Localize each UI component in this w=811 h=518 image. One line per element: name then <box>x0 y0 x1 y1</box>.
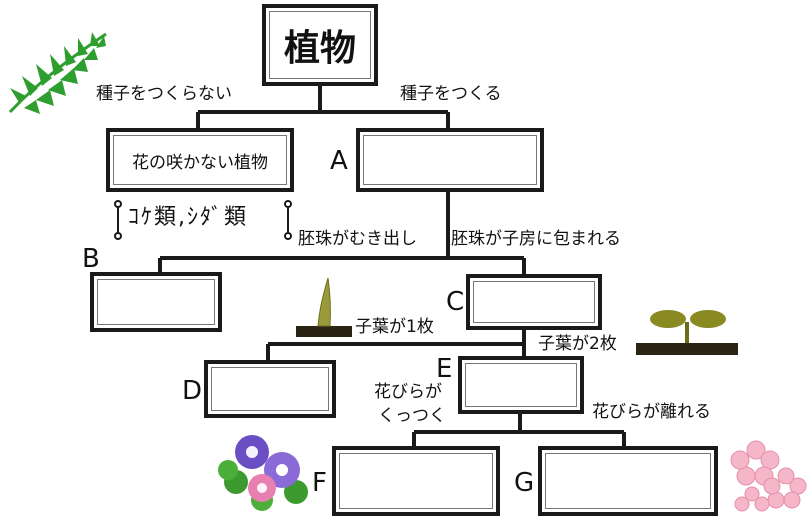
box-g <box>538 446 718 516</box>
branch-no-seed: 種子をつくらない <box>96 84 232 104</box>
moss-fern-label: ｺｹ類,ｼﾀﾞ類 <box>128 205 248 230</box>
label-b: B <box>82 244 100 274</box>
branch-one-cotyledon: 子葉が1枚 <box>355 317 434 337</box>
cherry-blossom-illustration <box>730 440 807 512</box>
box-c <box>466 274 602 330</box>
box-a <box>356 128 544 192</box>
moss-fern-bracket <box>114 200 292 240</box>
box-f <box>332 446 500 516</box>
branch-petals-joined-1: 花びらが <box>374 382 442 402</box>
branch-petals-separate: 花びらが離れる <box>592 402 711 422</box>
dicot-sprout-illustration <box>636 310 738 355</box>
label-a: A <box>330 146 348 176</box>
branch-two-cotyledons: 子葉が2枚 <box>538 334 617 354</box>
connectors <box>158 86 626 446</box>
branch-seed: 種子をつくる <box>400 84 502 104</box>
branch-exposed-ovule: 胚珠がむき出し <box>298 229 417 249</box>
root-box: 植物 <box>262 4 378 86</box>
label-d: D <box>182 376 203 406</box>
fern-illustration <box>8 32 107 114</box>
label-e: E <box>436 354 453 384</box>
label-g: G <box>514 468 535 498</box>
branch-petals-joined-2: くっつく <box>378 406 446 426</box>
branch-enclosed-ovule: 胚珠が子房に包まれる <box>451 229 621 249</box>
morning-glory-illustration <box>218 435 308 511</box>
label-c: C <box>446 287 465 317</box>
box-e <box>458 356 584 414</box>
non-flowering-label: 花の咲かない植物 <box>132 152 268 173</box>
box-d <box>204 360 336 418</box>
root-label: 植物 <box>283 28 356 69</box>
non-flowering-box: 花の咲かない植物 <box>106 128 294 192</box>
label-f: F <box>312 468 327 498</box>
monocot-sprout-illustration <box>296 277 352 337</box>
box-b <box>90 272 222 332</box>
